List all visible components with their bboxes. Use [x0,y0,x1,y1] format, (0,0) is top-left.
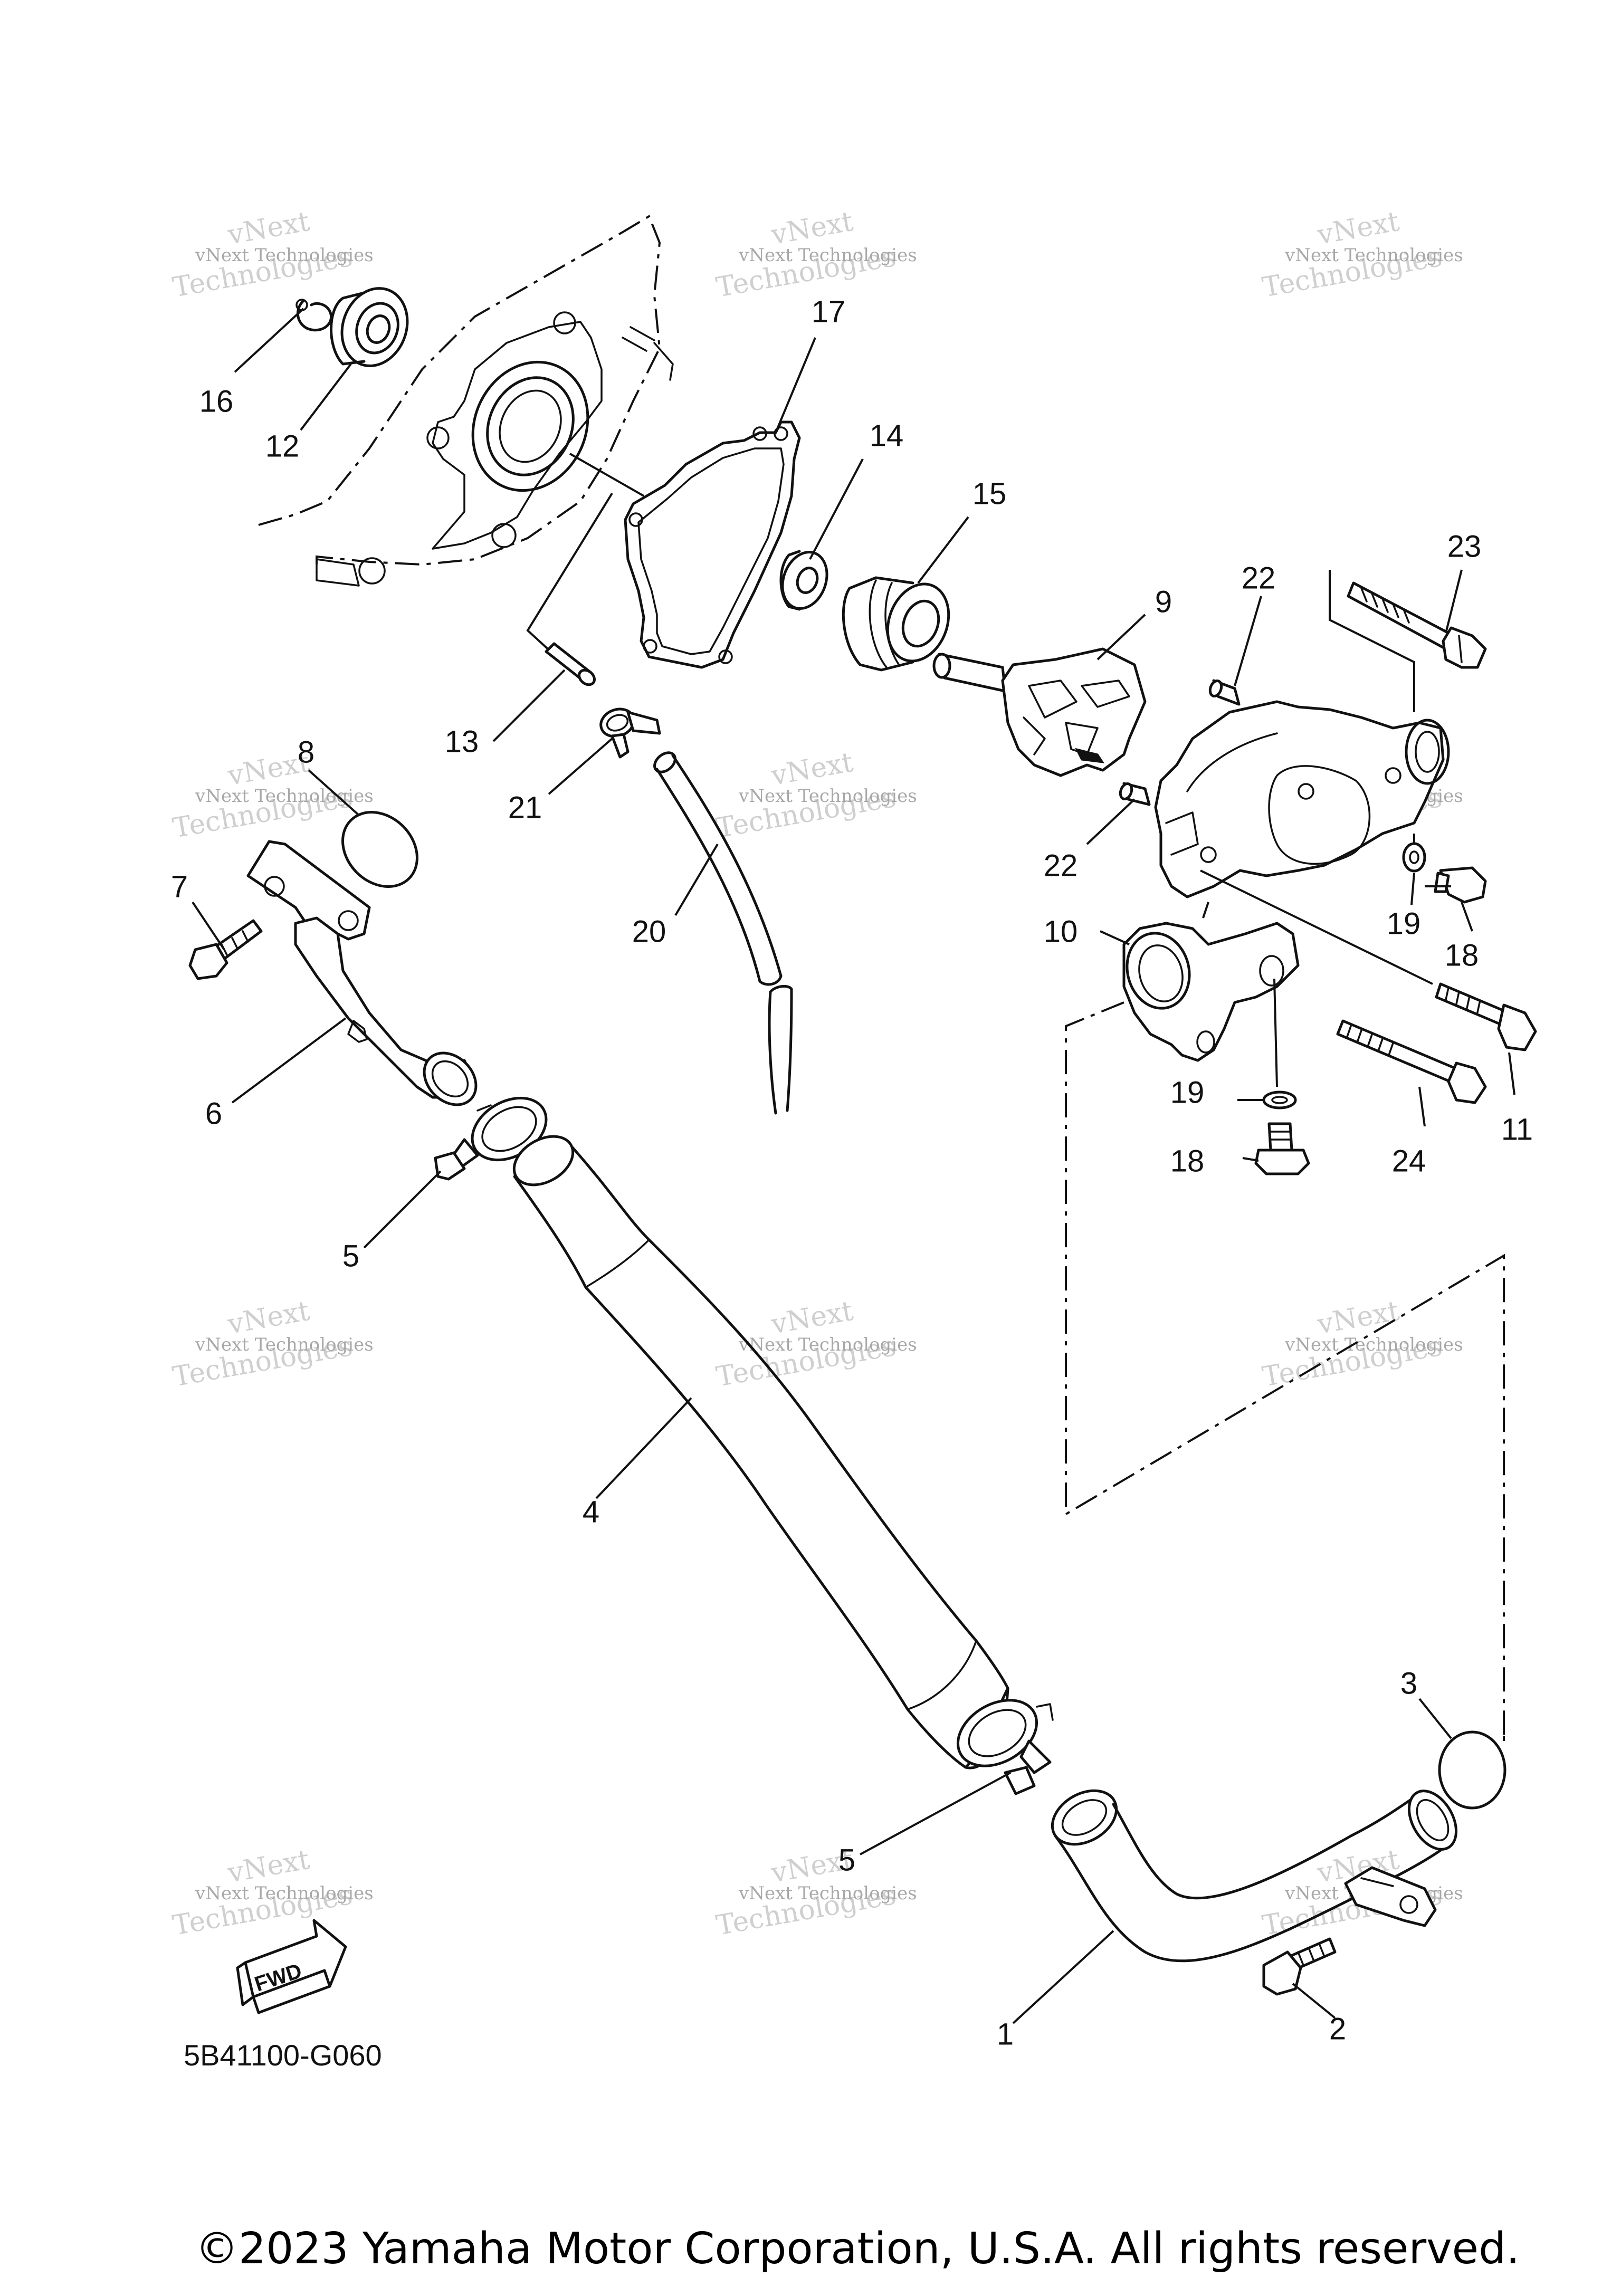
svg-text:vNext Technologies: vNext Technologies [738,786,917,807]
bolt-11 [1435,982,1537,1051]
callout-23: 23 [1447,529,1482,563]
callout-2: 2 [1329,2012,1346,2046]
callout-labels: 1 2 3 4 5 5 6 7 8 9 10 11 12 13 14 15 16… [171,294,1533,2051]
callout-17: 17 [812,294,846,329]
callout-22-upper: 22 [1242,561,1276,595]
callout-21: 21 [508,790,542,825]
callout-8: 8 [298,735,314,769]
callout-22-lower: 22 [1044,848,1078,883]
hose-clamp-5-lower [956,1699,1054,1795]
watermark: Technologies vNext vNext Technologies [1260,206,1463,304]
circlip-16 [295,299,332,332]
callout-18-lower: 18 [1170,1144,1205,1178]
callout-24: 24 [1392,1144,1426,1178]
diagram-code: 5B41100-G060 [184,2039,382,2072]
bolt-18-upper [1434,866,1487,904]
hose-clip-21 [599,707,661,759]
washer-19-lower [1262,1090,1297,1109]
washer-19-upper [1402,842,1426,873]
bolt-24 [1336,1019,1487,1104]
watermark: Technologies vNext vNext Technologies [170,206,374,304]
inlet-pipe-6 [246,840,478,1106]
outlet-fitting-10 [1122,922,1300,1062]
gasket-17 [624,420,801,669]
watermark: Technologies vNext vNext Technologies [714,747,917,845]
outlet-pipe-1 [1051,1789,1458,1963]
svg-text:vNext Technologies: vNext Technologies [738,1883,917,1904]
watermark: Technologies vNext vNext Technologies [170,1295,374,1393]
bearing-12 [330,287,409,367]
callout-20: 20 [632,914,666,949]
o-ring-3 [1438,1730,1506,1810]
svg-text:vNext Technologies: vNext Technologies [195,1883,374,1904]
watermark: Technologies vNext vNext Technologies [170,747,374,845]
svg-text:vNext Technologies: vNext Technologies [738,1334,917,1355]
callout-5-upper: 5 [342,1239,359,1273]
svg-text:vNext Technologies: vNext Technologies [195,245,374,266]
callout-15: 15 [972,476,1007,511]
watermark: Technologies vNext vNext Technologies [1260,1295,1463,1393]
callout-18-upper: 18 [1445,938,1479,972]
water-pump-housing [1154,700,1450,898]
callout-6: 6 [205,1096,222,1131]
svg-text:vNext Technologies: vNext Technologies [195,1334,374,1355]
callout-1: 1 [997,2017,1014,2051]
hose-4 [512,1135,1009,1769]
dowel-pin-22-upper [1208,679,1241,706]
callout-13: 13 [445,724,479,759]
crankcase-cover-outline [258,215,674,587]
watermark: Technologies vNext vNext Technologies [714,1295,917,1393]
watermarks: Technologies vNext vNext Technologies Te… [170,206,1463,1942]
callout-19-lower: 19 [1170,1075,1205,1109]
watermark: Technologies vNext vNext Technologies [714,1844,917,1942]
callout-16: 16 [199,384,234,418]
callout-10: 10 [1044,914,1078,949]
callout-12: 12 [265,429,300,463]
callout-14: 14 [870,418,904,453]
copyright-notice: ©2023 Yamaha Motor Corporation, U.S.A. A… [195,2224,1520,2274]
callout-4: 4 [583,1495,599,1529]
callout-11: 11 [1501,1112,1533,1146]
oil-seal-14 [779,550,828,611]
callout-7: 7 [171,869,188,904]
bolt-2 [1262,1937,1337,1996]
callout-3: 3 [1400,1666,1417,1700]
o-ring-8 [341,811,418,888]
bolt-18-lower [1254,1122,1310,1175]
svg-text:vNext Technologies: vNext Technologies [195,786,374,807]
mechanical-seal-15 [842,576,950,672]
bolt-7 [188,919,263,980]
hose-20 [653,751,793,1115]
dowel-pin-22-lower [1119,782,1151,806]
callout-leaders [192,308,1515,2024]
svg-text:vNext Technologies: vNext Technologies [738,245,917,266]
impeller-shaft-9 [932,647,1147,777]
svg-text:vNext Technologies: vNext Technologies [1284,245,1463,266]
dowel-pin-13 [545,642,596,686]
watermark: Technologies vNext vNext Technologies [714,206,917,304]
svg-text:vNext Technologies: vNext Technologies [1284,1334,1463,1355]
reference-lines [1065,570,1505,1741]
fwd-arrow-icon: FWD [236,1919,347,2014]
callout-5-lower: 5 [838,1843,855,1877]
callout-19-upper: 19 [1387,906,1421,941]
watermark: Technologies vNext vNext Technologies [170,1844,374,1942]
callout-9: 9 [1155,585,1172,619]
bolt-23 [1347,581,1487,669]
